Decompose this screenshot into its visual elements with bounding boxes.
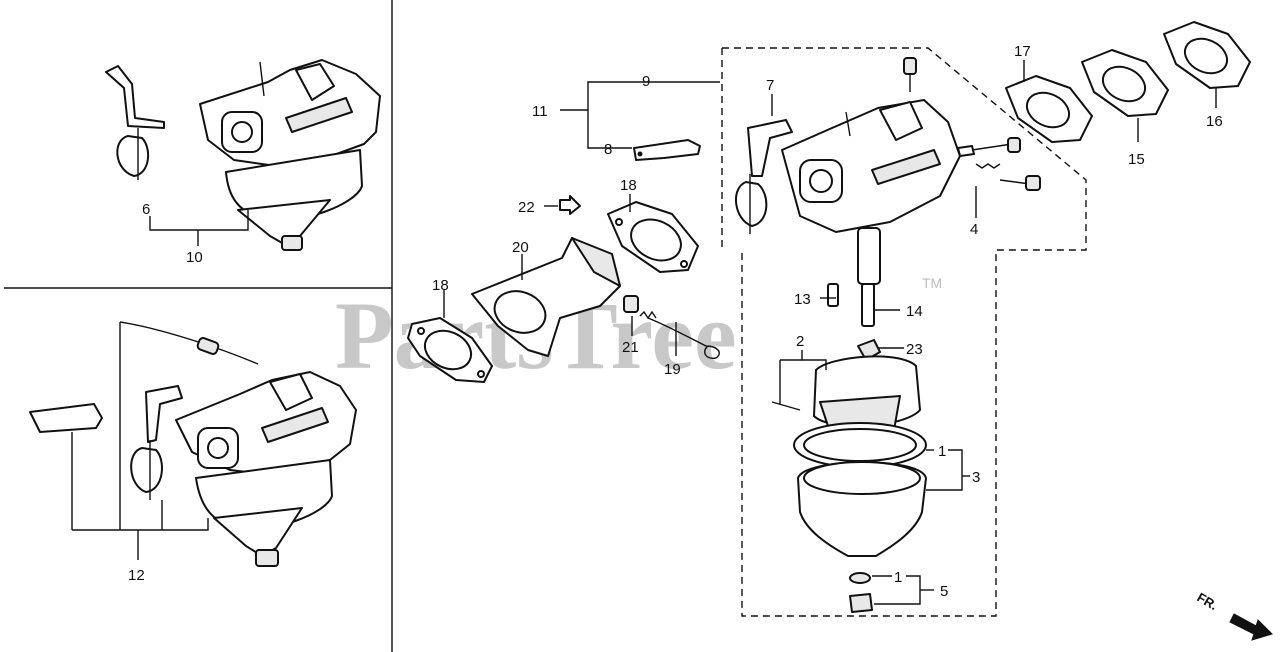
callout-18-right: 18 [620, 177, 637, 194]
main-carburetor-exploded [721, 21, 1251, 617]
callout-10: 10 [186, 249, 203, 266]
callout-20: 20 [512, 239, 529, 256]
callout-17: 17 [1014, 43, 1031, 60]
callout-11: 11 [532, 103, 548, 120]
middle-parts [407, 81, 720, 383]
callout-18-left: 18 [432, 277, 449, 294]
callout-6: 6 [142, 201, 150, 218]
panel-dividers [4, 0, 393, 652]
callout-2: 2 [796, 333, 804, 350]
callout-19: 19 [664, 361, 681, 378]
callout-7: 7 [766, 77, 774, 94]
callout-1-washer: 1 [894, 569, 902, 586]
callout-1-oring: 1 [938, 443, 946, 460]
callout-14: 14 [906, 303, 923, 320]
direction-label: FR. [1195, 590, 1221, 613]
front-direction-arrow: FR. [1195, 590, 1273, 641]
callout-15: 15 [1128, 151, 1145, 168]
callout-3: 3 [972, 469, 980, 486]
callout-9: 9 [642, 73, 650, 90]
watermark-trademark: TM [922, 275, 942, 291]
callout-12: 12 [128, 567, 145, 584]
callout-22: 22 [518, 199, 535, 216]
callout-13: 13 [794, 291, 811, 308]
arrow-icon [1229, 613, 1273, 641]
callout-4: 4 [970, 221, 978, 238]
callout-21: 21 [622, 339, 639, 356]
callout-16: 16 [1206, 113, 1223, 130]
carburetor-assembly-top-left [105, 59, 381, 251]
carburetor-assembly-bottom-left [29, 321, 357, 567]
callout-8: 8 [604, 141, 612, 158]
callout-5: 5 [940, 583, 948, 600]
callout-23: 23 [906, 341, 923, 358]
